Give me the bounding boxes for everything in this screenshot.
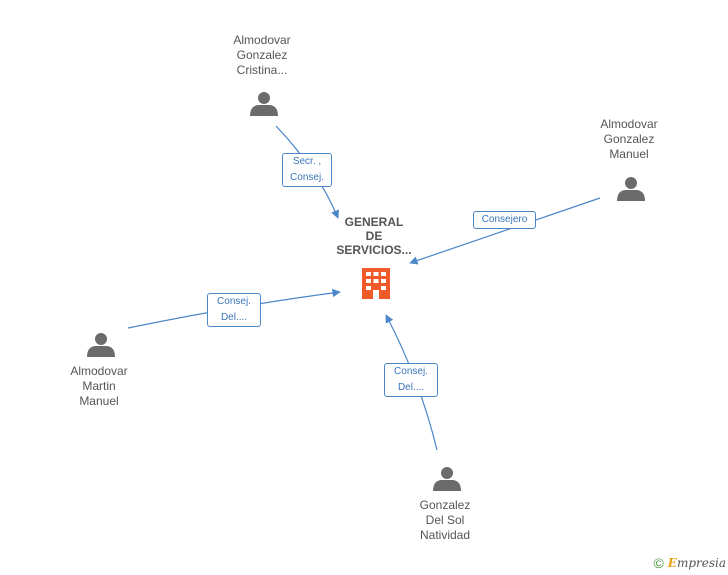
- edge-p2: [409, 197, 601, 265]
- relation-label-line: Del....: [220, 312, 248, 323]
- relation-label-line: Consejero: [481, 214, 528, 225]
- person-name-line: Gonzalez: [603, 132, 655, 146]
- person-name-p4[interactable]: Gonzalez Del Sol Natividad: [375, 498, 515, 543]
- person-name-line: Gonzalez: [236, 48, 288, 62]
- relation-label-p1[interactable]: Secr. , Consej.: [282, 153, 332, 187]
- relation-label-line: Del....: [397, 382, 425, 393]
- relation-label-line: Secr. ,: [292, 156, 322, 167]
- person-icon[interactable]: [250, 92, 278, 116]
- relation-label-p2[interactable]: Consejero: [473, 211, 536, 229]
- person-name-line: Del Sol: [425, 513, 465, 527]
- person-name-line: Almodovar: [70, 364, 128, 378]
- company-name[interactable]: GENERAL DE SERVICIOS...: [304, 215, 444, 257]
- relation-label-line: Consej.: [290, 172, 324, 183]
- company-name-line: DE: [365, 229, 383, 243]
- person-icon[interactable]: [617, 177, 645, 201]
- building-icon[interactable]: [362, 268, 390, 299]
- person-name-line: Manuel: [79, 394, 119, 408]
- person-name-p3[interactable]: Almodovar Martin Manuel: [29, 364, 169, 409]
- person-name-p1[interactable]: Almodovar Gonzalez Cristina...: [192, 33, 332, 78]
- person-name-line: Manuel: [609, 147, 649, 161]
- person-name-line: Gonzalez: [419, 498, 471, 512]
- relation-label-p4[interactable]: Consej. Del....: [384, 363, 438, 397]
- relation-label-line: Consej.: [394, 366, 428, 377]
- brand-rest: mpresia: [676, 556, 726, 570]
- person-name-line: Martin: [82, 379, 116, 393]
- person-name-line: Natividad: [419, 528, 471, 542]
- company-name-line: GENERAL: [344, 215, 404, 229]
- person-name-line: Almodovar: [233, 33, 291, 47]
- brand-initial: E: [667, 556, 677, 570]
- person-icon[interactable]: [87, 333, 115, 357]
- relation-label-p3[interactable]: Consej. Del....: [207, 293, 261, 327]
- person-name-line: Cristina...: [236, 63, 288, 77]
- company-name-line: SERVICIOS...: [336, 243, 412, 257]
- copyright-symbol: ©: [653, 555, 664, 571]
- person-icon[interactable]: [433, 467, 461, 491]
- brand-watermark: © Empresia: [653, 555, 726, 571]
- person-name-line: Almodovar: [600, 117, 658, 131]
- relation-label-line: Consej.: [217, 296, 251, 307]
- person-name-p2[interactable]: Almodovar Gonzalez Manuel: [559, 117, 699, 162]
- brand-name: Empresia: [668, 556, 726, 570]
